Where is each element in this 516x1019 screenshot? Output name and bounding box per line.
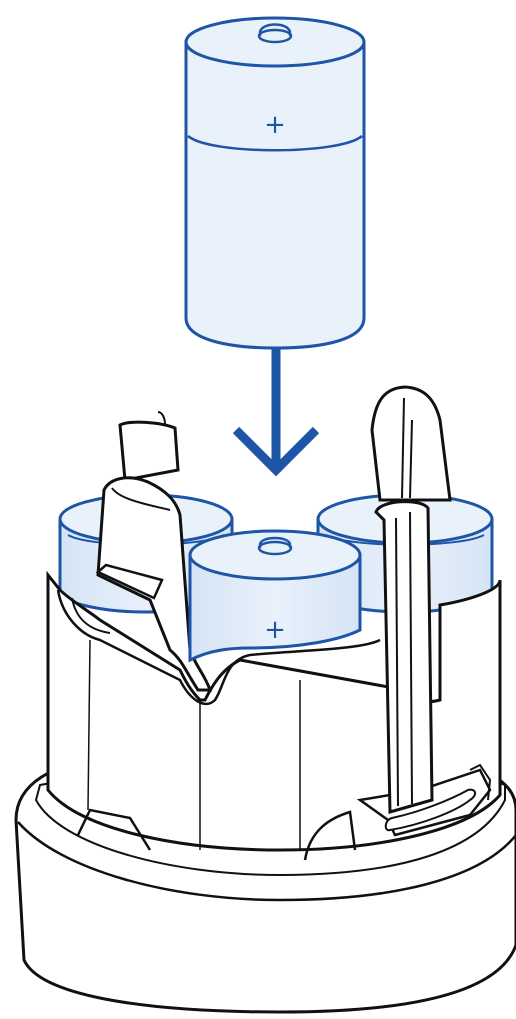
battery-front-in-holder: +	[190, 531, 360, 660]
plus-sign-front-battery: +	[264, 615, 286, 645]
plus-sign-inserted-battery: +	[264, 110, 286, 140]
battery-being-inserted: +	[186, 18, 364, 348]
down-arrow-icon	[236, 345, 316, 470]
